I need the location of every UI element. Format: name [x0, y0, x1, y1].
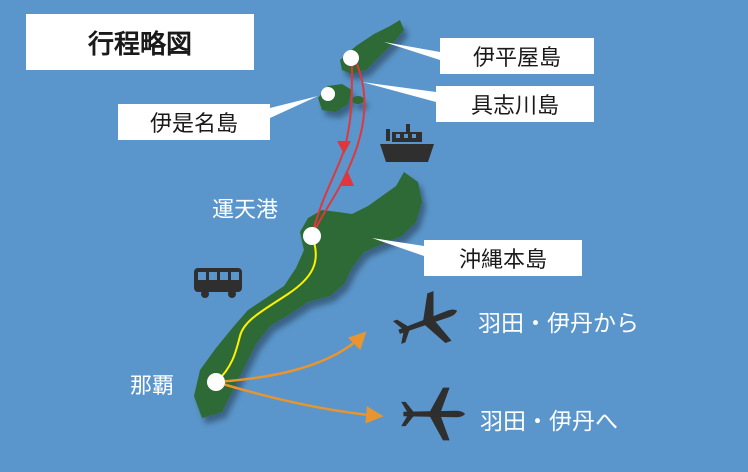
airplane-icon — [401, 387, 465, 441]
ferry-arrow-down — [337, 141, 351, 154]
label-connectors — [270, 42, 440, 256]
label-izena: 伊是名島 — [118, 104, 270, 140]
ferry-arrow-up — [340, 172, 354, 186]
connector-iheya — [384, 42, 440, 60]
ship-icon — [380, 124, 434, 162]
iheya-marker — [343, 50, 359, 66]
gushikawa-island — [352, 96, 364, 104]
flight-route-return — [215, 380, 384, 424]
connector-okinawa — [372, 238, 424, 256]
label-gushikawa: 具志川島 — [436, 86, 594, 122]
label-naha: 那覇 — [130, 374, 175, 399]
label-unten-port: 運天港 — [212, 198, 279, 223]
label-okinawa-main: 沖縄本島 — [424, 240, 582, 276]
map-title: 行程略図 — [26, 14, 254, 70]
naha-marker — [207, 373, 225, 391]
bus-icon — [194, 268, 242, 298]
flight-route-outbound — [215, 331, 367, 384]
label-to-airports: 羽田・伊丹へ — [480, 409, 618, 435]
okinawa-main-island — [194, 172, 422, 418]
label-iheya: 伊平屋島 — [440, 38, 594, 74]
label-from-airports: 羽田・伊丹から — [478, 311, 639, 337]
connector-izena — [270, 96, 318, 118]
izena-marker — [321, 87, 335, 101]
road-route — [215, 235, 317, 383]
ferry-route-right — [311, 61, 366, 237]
unten-port-marker — [303, 227, 321, 245]
airplane-icon — [392, 291, 458, 344]
connector-gushikawa — [362, 82, 436, 102]
